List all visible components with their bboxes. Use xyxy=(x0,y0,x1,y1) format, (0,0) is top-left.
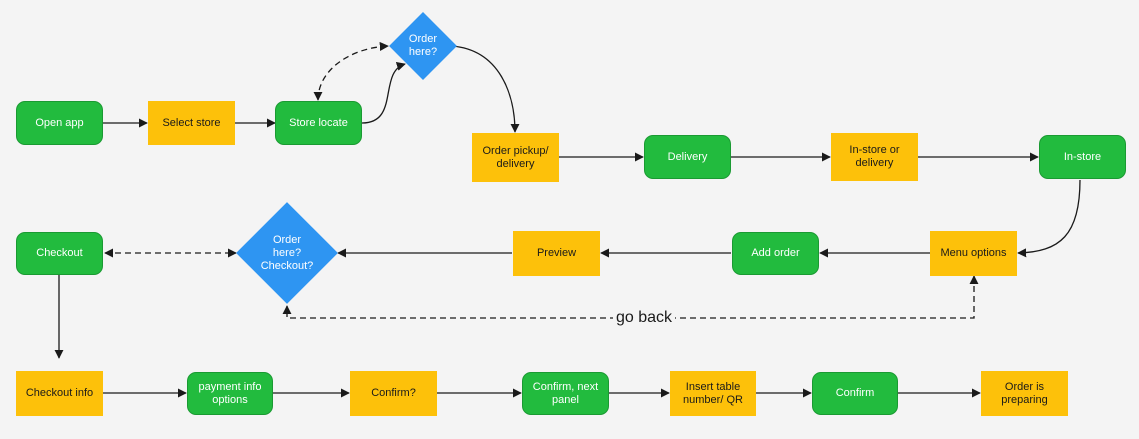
arrow-instore-to-menu-options xyxy=(1017,179,1081,258)
node-order-pickup-delivery: Order pickup/ delivery xyxy=(472,133,559,182)
node-confirm-next-panel: Confirm, next panel xyxy=(522,372,609,415)
node-insert-table-number: Insert table number/ QR xyxy=(670,371,756,416)
node-store-locate: Store locate xyxy=(275,101,362,145)
node-select-store: Select store xyxy=(148,101,235,145)
node-checkout-info: Checkout info xyxy=(16,371,103,416)
decision-order-here-checkout: Order here? Checkout? xyxy=(236,202,338,304)
node-payment-info-options: payment info options xyxy=(187,372,273,415)
node-delivery: Delivery xyxy=(644,135,731,179)
node-preview: Preview xyxy=(513,231,600,276)
dashed-store-locate-order-here xyxy=(313,41,389,101)
go-back-label: go back xyxy=(613,309,676,327)
node-order-is-preparing: Order is preparing xyxy=(981,371,1068,416)
decision-order-here-checkout-label: Order here? Checkout? xyxy=(260,233,314,272)
decision-order-here-label: Order here? xyxy=(408,33,438,58)
node-instore-or-delivery: In-store or delivery xyxy=(831,133,918,181)
node-add-order: Add order xyxy=(732,232,819,275)
decision-order-here: Order here? xyxy=(389,12,457,80)
node-checkout: Checkout xyxy=(16,232,103,275)
node-instore: In-store xyxy=(1039,135,1126,179)
arrow-order-here-to-pickup xyxy=(451,45,520,133)
node-confirm: Confirm xyxy=(812,372,898,415)
node-open-app: Open app xyxy=(16,101,103,145)
node-menu-options: Menu options xyxy=(930,231,1017,276)
node-confirm-question: Confirm? xyxy=(350,371,437,416)
